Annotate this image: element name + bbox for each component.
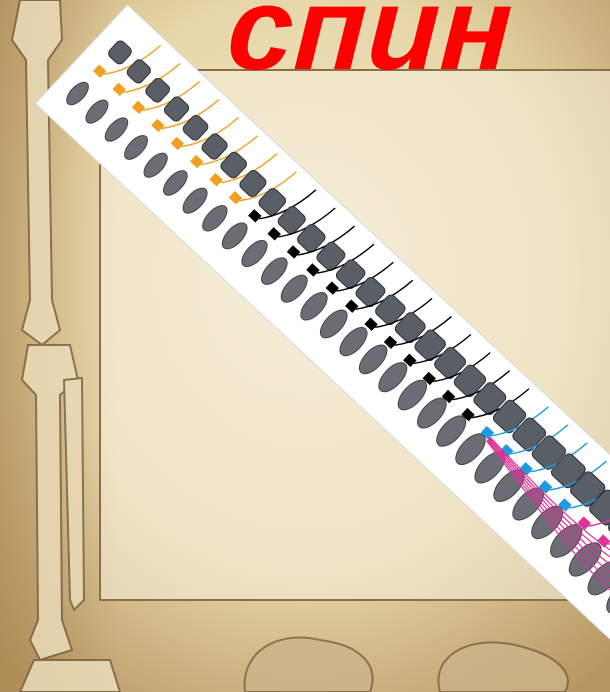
- page-title: спин: [225, 0, 516, 88]
